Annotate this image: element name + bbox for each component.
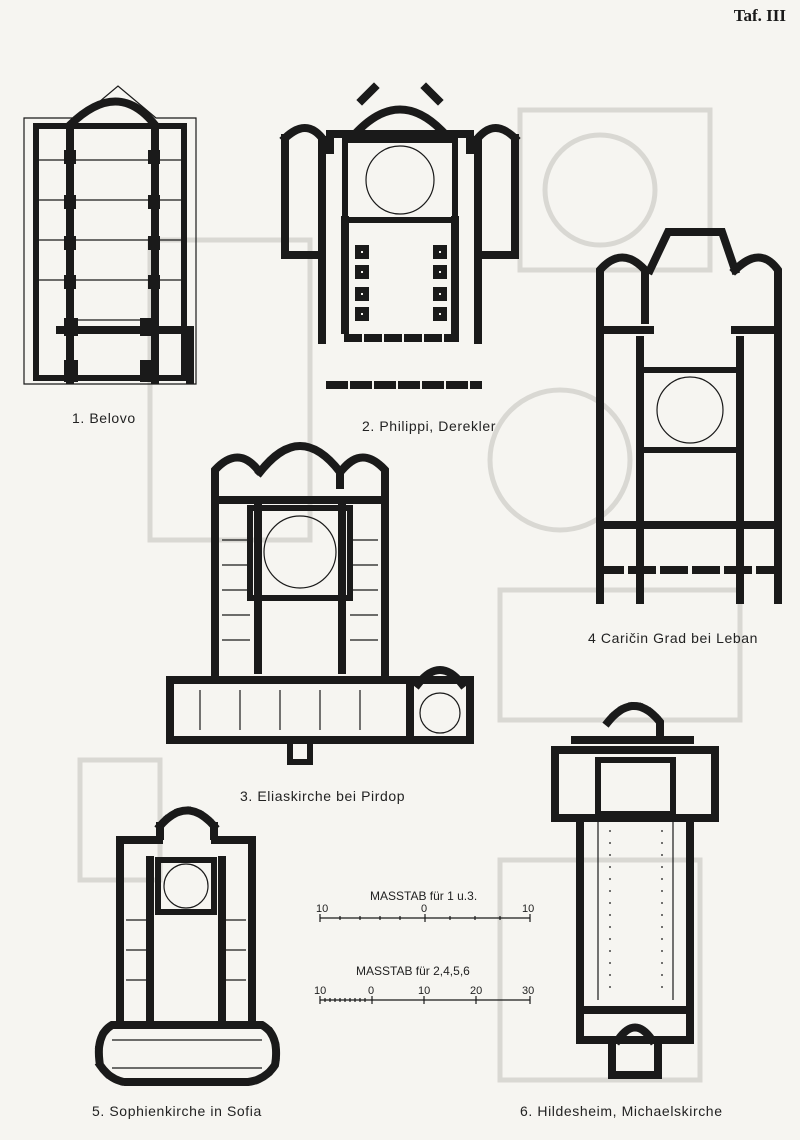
plan-philippi xyxy=(279,82,521,389)
scale-2-tick-c: 10 xyxy=(418,985,430,997)
caption-2: 2. Philippi, Derekler xyxy=(362,418,496,434)
scale-1-tick-a: 10 xyxy=(316,903,328,915)
caption-3: 3. Eliaskirche bei Pirdop xyxy=(240,788,406,804)
caption-6: 6. Hildesheim, Michaelskirche xyxy=(520,1103,723,1119)
plan-eliaskirche xyxy=(166,442,474,765)
scale-2-title: MASSTAB für 2,4,5,6 xyxy=(356,964,470,978)
plan-caricin-grad xyxy=(596,228,782,604)
scale-2-tick-b: 0 xyxy=(368,985,374,997)
scale-1-title: MASSTAB für 1 u.3. xyxy=(370,889,477,903)
scale-1-tick-b: 0 xyxy=(421,903,427,915)
plan-belovo xyxy=(23,85,197,385)
plate-title: Taf. III xyxy=(733,6,786,25)
caption-1: 1. Belovo xyxy=(72,410,136,426)
scale-1-tick-c: 10 xyxy=(522,903,534,915)
scale-2-tick-d: 20 xyxy=(470,985,482,997)
plan-michaelskirche xyxy=(551,702,719,1079)
scale-bars: MASSTAB für 1 u.3. 10 0 10 MASSTAB für 2… xyxy=(314,889,534,1004)
scale-2-tick-a: 10 xyxy=(314,985,326,997)
philippi-columns xyxy=(355,245,447,321)
plan-sophienkirche xyxy=(94,806,281,1086)
caption-4: 4 Caričin Grad bei Leban xyxy=(588,630,759,646)
scale-2-tick-e: 30 xyxy=(522,985,534,997)
caption-5: 5. Sophienkirche in Sofia xyxy=(92,1103,262,1119)
